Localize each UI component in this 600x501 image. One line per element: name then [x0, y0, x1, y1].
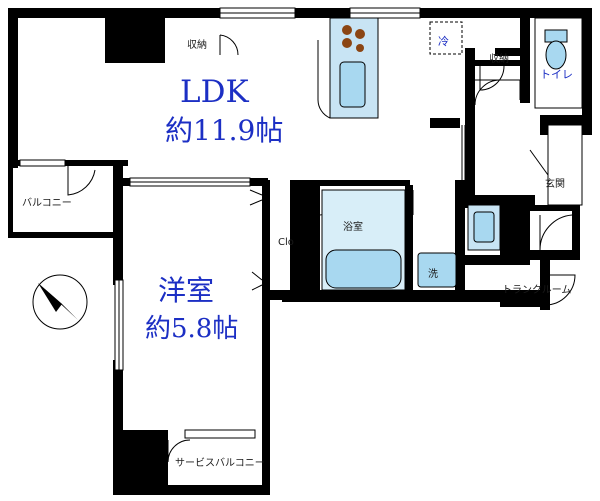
washer-label: 洗	[428, 268, 438, 280]
windows	[19, 7, 421, 439]
basin-icon	[473, 211, 495, 243]
toilet-label: トイレ	[540, 68, 573, 81]
western-room-size: 約5.8帖	[145, 314, 238, 344]
doors	[67, 34, 576, 463]
hall-closet-label: 収納	[489, 52, 509, 65]
service-balcony-label: サービスバルコニー	[175, 457, 265, 469]
western-room-name: 洋室	[158, 274, 214, 307]
ldk-size: 約11.9帖	[165, 114, 283, 147]
ldk-name: LDK	[180, 74, 249, 110]
walls	[8, 8, 592, 495]
ldk-closet-label: 収納	[187, 38, 207, 51]
toilet-icon	[534, 17, 583, 109]
fridge-label: 冷	[438, 35, 449, 48]
clo-label: Clo	[278, 237, 294, 248]
bathtub-icon	[325, 249, 402, 289]
sink-icon	[339, 61, 366, 108]
balcony-label: バルコニー	[22, 197, 72, 209]
fridge	[429, 21, 463, 55]
trunk-room-label: トランクルーム	[502, 284, 571, 296]
stove-icon	[342, 25, 365, 52]
fixtures	[317, 17, 583, 291]
washer-icon	[417, 252, 457, 288]
north-arrow-icon	[32, 274, 88, 330]
bath-label: 浴室	[343, 220, 363, 233]
entrance-label: 玄関	[545, 177, 565, 190]
